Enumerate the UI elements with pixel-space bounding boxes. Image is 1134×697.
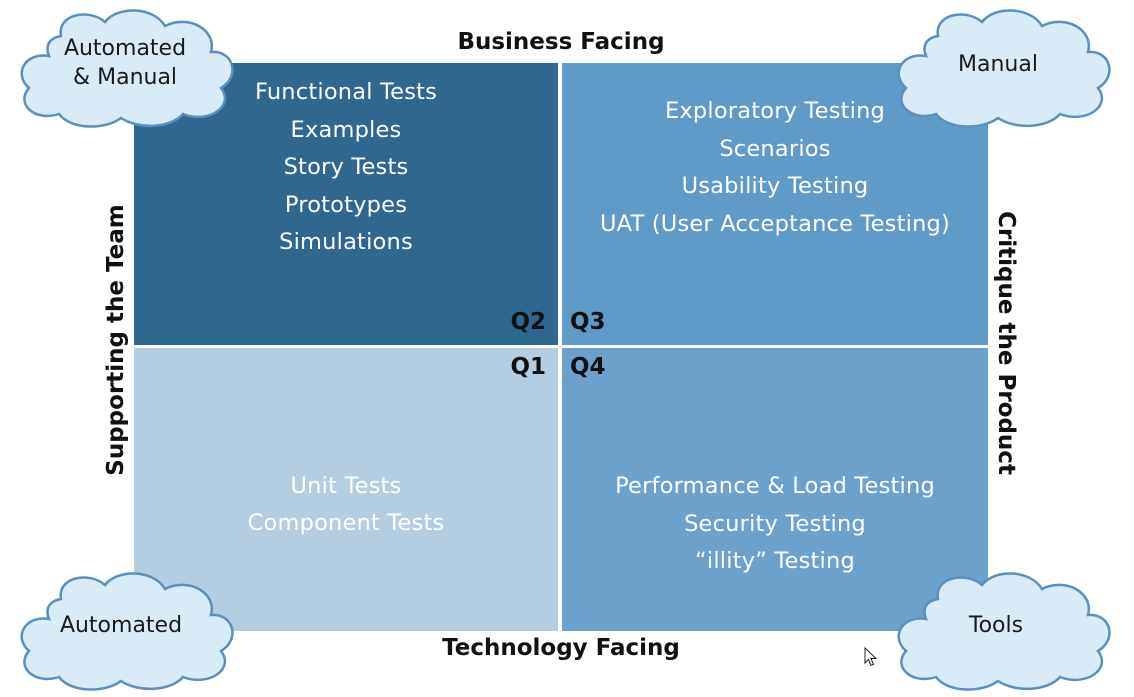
q4-label: Q4 xyxy=(570,354,606,380)
q1-label: Q1 xyxy=(510,354,546,380)
cloud-top-left: Automated & Manual xyxy=(5,0,245,130)
cloud-line: Automated xyxy=(63,36,187,61)
axis-left-label: Supporting the Team xyxy=(103,204,129,476)
q3-item: UAT (User Acceptance Testing) xyxy=(599,210,950,237)
q3-label: Q3 xyxy=(570,309,606,335)
axis-top-label: Business Facing xyxy=(457,29,665,55)
axis-right-label: Critique the Product xyxy=(993,211,1019,475)
q1-item: Unit Tests xyxy=(290,473,402,499)
cloud-bottom-right: Tools xyxy=(882,563,1122,695)
axis-bottom-label: Technology Facing xyxy=(442,635,680,661)
cloud-icon xyxy=(20,9,234,128)
cloud-text: Automated & Manual xyxy=(5,34,245,92)
q3-item: Scenarios xyxy=(719,135,831,162)
q2-item: Simulations xyxy=(279,229,413,256)
cloud-line: Automated xyxy=(59,613,183,638)
cloud-line: & Manual xyxy=(72,65,178,90)
cloud-text: Manual xyxy=(878,50,1118,79)
cloud-line: Tools xyxy=(968,613,1024,638)
q4-item: Security Testing xyxy=(684,510,866,537)
quadrant-q4: Performance & Load Testing Security Test… xyxy=(562,348,988,631)
cloud-icon xyxy=(897,9,1111,128)
q4-items: Performance & Load Testing Security Test… xyxy=(562,468,988,581)
q3-item: Exploratory Testing xyxy=(664,98,886,124)
q2-item: Functional Tests xyxy=(254,79,438,105)
cloud-icon xyxy=(897,572,1111,691)
q3-items: Exploratory Testing Scenarios Usability … xyxy=(562,93,988,243)
cloud-bottom-left: Automated xyxy=(5,563,245,695)
quadrant-q2: Functional Tests Examples Story Tests Pr… xyxy=(134,63,558,345)
q2-item: Examples xyxy=(290,116,402,143)
q2-item: Prototypes xyxy=(284,191,408,218)
q4-item: “illity” Testing xyxy=(695,548,855,574)
quadrant-q1: Unit Tests Component Tests Q1 xyxy=(134,348,558,631)
q3-item: Usability Testing xyxy=(681,173,869,199)
q2-items: Functional Tests Examples Story Tests Pr… xyxy=(134,74,558,262)
mouse-cursor-icon xyxy=(864,647,878,667)
cloud-line: Manual xyxy=(958,52,1038,77)
q2-label: Q2 xyxy=(510,309,546,335)
cloud-text: Automated xyxy=(1,611,241,640)
cloud-text: Tools xyxy=(876,611,1116,640)
cloud-icon xyxy=(20,572,234,691)
q1-items: Unit Tests Component Tests xyxy=(134,468,558,542)
q2-item: Story Tests xyxy=(283,154,409,181)
q4-item: Performance & Load Testing xyxy=(615,473,935,499)
q1-item: Component Tests xyxy=(247,510,445,536)
cloud-top-right: Manual xyxy=(882,0,1122,130)
